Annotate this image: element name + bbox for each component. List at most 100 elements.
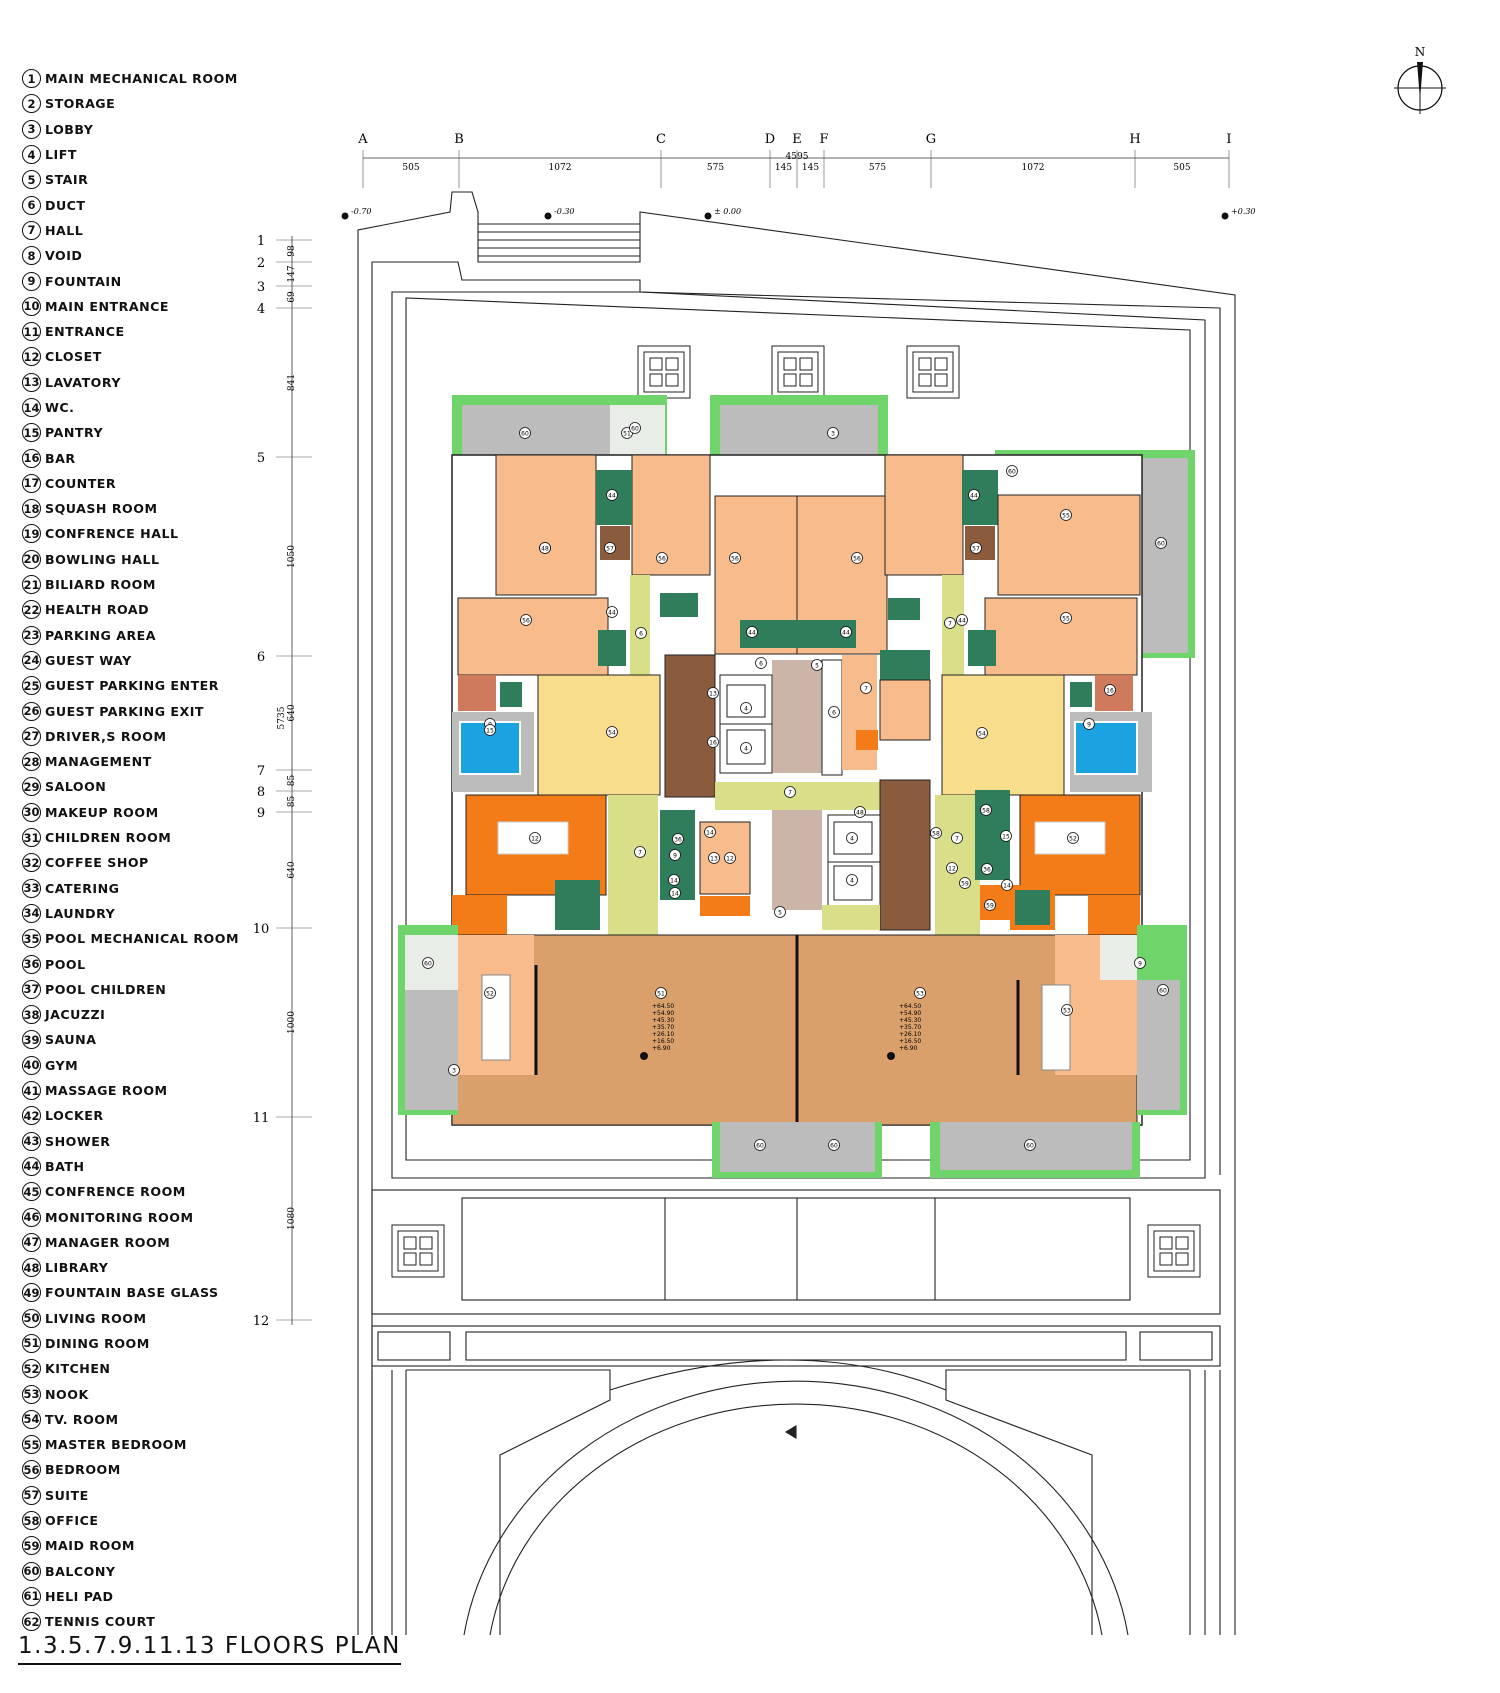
svg-text:44: 44 bbox=[608, 609, 616, 616]
svg-text:48: 48 bbox=[856, 809, 864, 816]
grid-row-total: 5735 bbox=[277, 706, 287, 729]
legend-number: 56 bbox=[22, 1460, 41, 1480]
svg-text:51: 51 bbox=[623, 430, 631, 437]
legend-label: BATH bbox=[45, 1158, 85, 1174]
room-number-marker: 56 bbox=[656, 552, 668, 564]
legend-number: 5 bbox=[22, 170, 41, 190]
legend-label: MANAGER ROOM bbox=[45, 1234, 171, 1250]
legend-label: OFFICE bbox=[45, 1513, 99, 1529]
legend-label: TENNIS COURT bbox=[45, 1614, 156, 1630]
room-number-marker: 4 bbox=[846, 832, 858, 844]
svg-text:5: 5 bbox=[778, 909, 782, 916]
legend-number: 8 bbox=[22, 246, 41, 266]
room-number-marker: 44 bbox=[840, 626, 852, 638]
legend-number: 57 bbox=[22, 1485, 41, 1505]
grid-row-label: 10 bbox=[253, 922, 270, 937]
legend-label: CONFRENCE HALL bbox=[45, 526, 179, 542]
svg-text:51: 51 bbox=[657, 990, 665, 997]
grid-column-dim: 505 bbox=[1173, 163, 1190, 173]
svg-text:56: 56 bbox=[853, 555, 861, 562]
legend-label: BALCONY bbox=[45, 1563, 116, 1579]
svg-text:-0.30: -0.30 bbox=[554, 207, 575, 216]
room-number-marker: 4 bbox=[846, 874, 858, 886]
room-number-marker: 15 bbox=[1000, 830, 1012, 842]
room-number-marker: 12 bbox=[529, 832, 541, 844]
grid-row-dim: 841 bbox=[287, 374, 297, 391]
grid-row-dim: 1080 bbox=[287, 1207, 297, 1230]
legend-number: 43 bbox=[22, 1131, 41, 1151]
grid-column-label: G bbox=[926, 132, 936, 147]
svg-text:60: 60 bbox=[1159, 987, 1167, 994]
svg-text:6: 6 bbox=[639, 630, 643, 637]
svg-text:14: 14 bbox=[671, 890, 679, 897]
grid-row-dim: 1050 bbox=[287, 545, 297, 568]
room-markers: 5557565657555556565454444444444444444455… bbox=[422, 422, 1169, 1151]
svg-text:56: 56 bbox=[731, 555, 739, 562]
grid-row-dim: 85 bbox=[287, 775, 297, 787]
legend-number: 38 bbox=[22, 1005, 41, 1025]
room-number-marker: 44 bbox=[956, 614, 968, 626]
grid-column-label: H bbox=[1129, 132, 1140, 147]
room-number-marker: 14 bbox=[669, 887, 681, 899]
legend-label: MASSAGE ROOM bbox=[45, 1083, 168, 1099]
grid-row-label: 7 bbox=[257, 764, 265, 779]
legend-label: SALOON bbox=[45, 779, 107, 795]
room-number-marker: 60 bbox=[754, 1139, 766, 1151]
legend-label: VOID bbox=[45, 248, 83, 264]
svg-text:14: 14 bbox=[670, 877, 678, 884]
legend-number: 44 bbox=[22, 1156, 41, 1176]
svg-text:60: 60 bbox=[1026, 1142, 1034, 1149]
room-number-marker: 7 bbox=[860, 682, 872, 694]
legend-number: 49 bbox=[22, 1283, 41, 1303]
legend-number: 53 bbox=[22, 1384, 41, 1404]
level-stack: +64.50+54.90+45.30+35.70+26.10+16.50+6.9… bbox=[640, 1003, 921, 1060]
room-number-marker: 36 bbox=[672, 833, 684, 845]
room-number-marker: 44 bbox=[968, 489, 980, 501]
grid-column-dim: 575 bbox=[707, 163, 724, 173]
svg-text:60: 60 bbox=[756, 1142, 764, 1149]
legend-number: 12 bbox=[22, 347, 41, 367]
svg-text:-0.70: -0.70 bbox=[351, 207, 372, 216]
skylight-grid-icons bbox=[391, 345, 1201, 1278]
legend-number: 34 bbox=[22, 903, 41, 923]
svg-text:12: 12 bbox=[726, 855, 734, 862]
room-number-marker: 57 bbox=[604, 542, 616, 554]
svg-text:44: 44 bbox=[608, 492, 616, 499]
grid-row-label: 6 bbox=[257, 650, 265, 665]
svg-text:7: 7 bbox=[948, 620, 952, 627]
svg-text:7: 7 bbox=[955, 835, 959, 842]
svg-text:4: 4 bbox=[744, 745, 748, 752]
level-stack-value: +6.90 bbox=[899, 1045, 918, 1052]
legend-number: 4 bbox=[22, 145, 41, 165]
site-boundary bbox=[357, 191, 1236, 1636]
svg-text:9: 9 bbox=[673, 852, 677, 859]
grid-column-dim: 145 bbox=[802, 163, 819, 173]
room-number-marker: 6 bbox=[828, 706, 840, 718]
grid-column-label: A bbox=[357, 132, 368, 147]
legend-number: 31 bbox=[22, 828, 41, 848]
room-number-marker: 12 bbox=[946, 862, 958, 874]
legend-number: 35 bbox=[22, 929, 41, 949]
grid-row-label: 8 bbox=[257, 785, 265, 800]
svg-text:+0.30: +0.30 bbox=[1231, 207, 1256, 216]
legend-label: SAUNA bbox=[45, 1032, 97, 1048]
room-number-marker: 56 bbox=[520, 614, 532, 626]
legend-number: 11 bbox=[22, 322, 41, 342]
legend-number: 29 bbox=[22, 777, 41, 797]
grid-column-dim: 145 bbox=[775, 163, 792, 173]
